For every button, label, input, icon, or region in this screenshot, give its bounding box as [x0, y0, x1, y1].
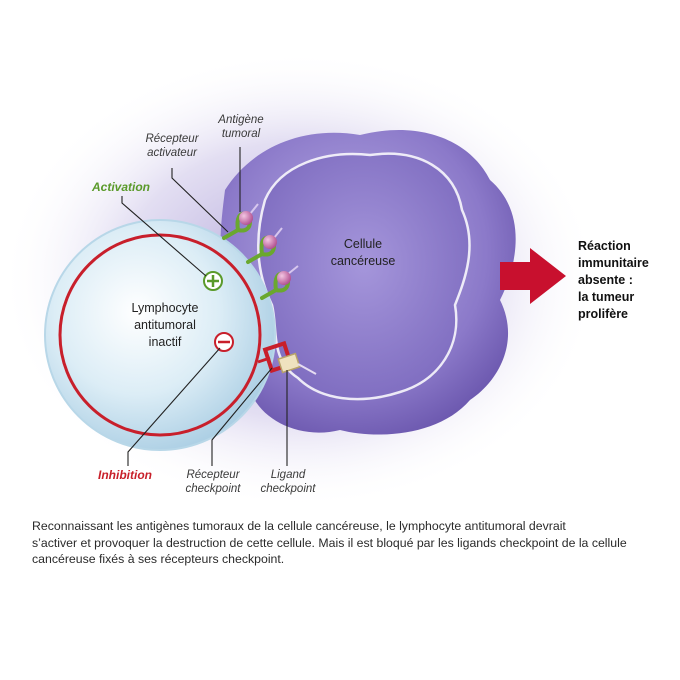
- checkpoint-ligand-label-line: checkpoint: [260, 483, 316, 495]
- tumor-antigen-label-line: tumoral: [221, 128, 261, 140]
- tumor-antigen-label: Antigène tumoral: [210, 113, 272, 141]
- leader-lines: [121, 147, 288, 466]
- lymphocyte-label-line: inactif: [148, 335, 182, 349]
- figure-caption: Reconnaissant les antigènes tumoraux de …: [32, 518, 652, 568]
- lymphocyte-label: Lymphocyte antitumoral inactif: [100, 300, 230, 351]
- checkpoint-receptor-label-line: checkpoint: [185, 483, 241, 495]
- lymphocyte-label-line: antitumoral: [134, 318, 196, 332]
- outcome-label-line: la tumeur: [578, 290, 635, 304]
- outcome-label: Réaction immunitaire absente : la tumeur…: [578, 238, 658, 323]
- checkpoint-ligand-label: Ligand checkpoint: [254, 468, 322, 496]
- cancer-cell-label: Cellule cancéreuse: [318, 236, 408, 270]
- diagram-canvas: [0, 50, 600, 510]
- tumor-antigens: [239, 203, 299, 285]
- caption-line: s’activer et provoquer la destruction de…: [32, 535, 627, 550]
- minus-icon: [214, 332, 234, 352]
- plus-icon: [203, 271, 223, 291]
- checkpoint-receptor-label: Récepteur checkpoint: [178, 468, 248, 496]
- outcome-label-line: Réaction: [578, 239, 631, 253]
- cancer-cell-label-line: Cellule: [343, 237, 383, 251]
- checkpoint-receptor-label-line: Récepteur: [186, 469, 240, 481]
- cancer-cell-label-line: cancéreuse: [330, 254, 396, 268]
- lymphocyte-membrane: [58, 233, 262, 437]
- caption-line: cancéreuse fixés à ses récepteurs checkp…: [32, 552, 285, 566]
- outcome-label-line: absente :: [578, 273, 633, 287]
- activation-label: Activation: [92, 180, 151, 194]
- activating-receptor-label-line: activateur: [147, 147, 197, 159]
- inhibition-label: Inhibition: [98, 468, 152, 482]
- activating-receptor-label: Récepteur activateur: [140, 132, 204, 160]
- tumor-antigen-label-line: Antigène: [218, 114, 264, 126]
- outcome-label-line: immunitaire: [578, 256, 649, 270]
- result-arrow: [500, 248, 566, 304]
- lymphocyte-label-line: Lymphocyte: [131, 301, 199, 315]
- caption-line: Reconnaissant les antigènes tumoraux de …: [32, 519, 566, 533]
- activating-receptor-label-line: Récepteur: [145, 133, 199, 145]
- outcome-label-line: prolifère: [578, 307, 629, 321]
- checkpoint-ligand: [277, 352, 317, 375]
- checkpoint-ligand-label-line: Ligand: [270, 469, 306, 481]
